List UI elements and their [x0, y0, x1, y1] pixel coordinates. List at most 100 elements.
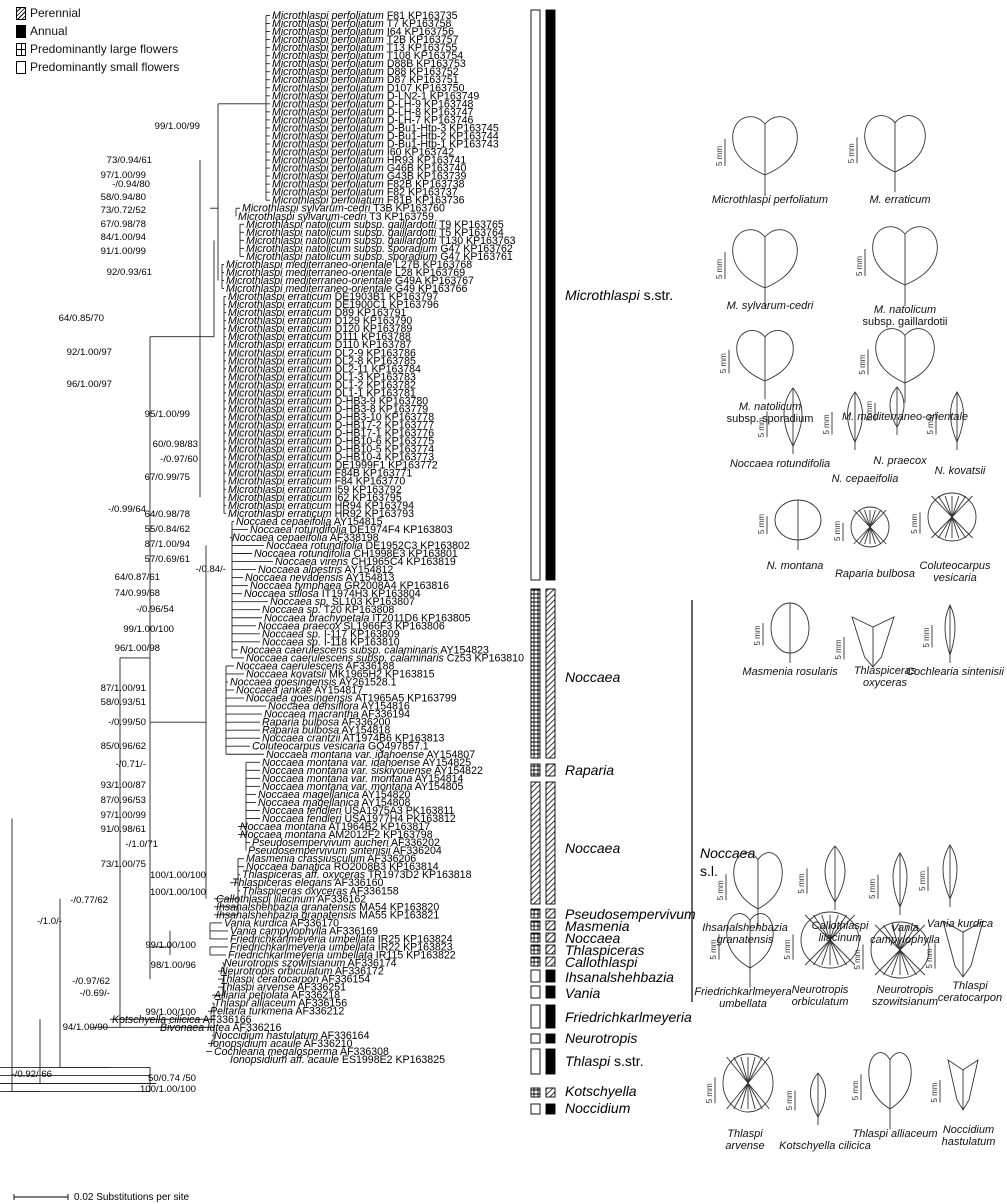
life-history-bar: [546, 764, 555, 776]
flower-size-bar: [531, 782, 540, 904]
support-value: 67/0.98/78: [101, 219, 146, 230]
fruit-drawing-callo: 5 mm: [797, 846, 845, 910]
support-values: 99/1.00/9973/0.94/6197/1.00/99-/0.94/805…: [11, 121, 226, 1095]
life-history-bar: [546, 909, 555, 918]
flower-size-bar: [531, 970, 540, 982]
clade-label-callothlaspi: Callothlaspi: [565, 954, 638, 970]
fruit-drawing-ihsan: 5 mm: [716, 853, 782, 930]
scale-5mm: 5 mm: [847, 143, 856, 163]
support-value: -/0.99/50: [108, 717, 146, 728]
support-value: 50/0.74 /50: [148, 1073, 196, 1084]
support-value: 73/0.94/61: [107, 155, 152, 166]
life-history-bar: [546, 1049, 555, 1074]
support-value: 84/1.00/94: [101, 232, 147, 243]
fruit-drawings: 5 mm 5 mm 5 mm 5 mm 5 mm 5 mm 5 mm 5 mm 5 mm 5 mm…: [705, 116, 983, 1130]
support-value: -/0.84/-: [196, 564, 226, 575]
flower-size-bar: [531, 1104, 540, 1114]
scale-5mm: 5 mm: [785, 1090, 794, 1110]
fruit-caption-noccidium: Noccidiumhastulatum: [930, 1124, 1007, 1148]
scale-5mm: 5 mm: [715, 259, 724, 279]
flower-size-bar: [531, 957, 540, 966]
fruit-drawing-vania_k: 5 mm: [918, 845, 957, 907]
support-value: 58/0.94/80: [101, 192, 146, 203]
clade-label-friedrich: Friedrichkarlmeyeria: [565, 1009, 692, 1025]
fruit-drawing-th_alliaceum: 5 mm: [851, 1053, 911, 1130]
support-value: 100/1.00/100: [150, 887, 206, 898]
fruit-drawing-coluteo: 5 mm: [910, 493, 976, 541]
support-value: 57/0.69/61: [145, 554, 190, 565]
noccaea-sl-suffix: s.l.: [700, 863, 718, 879]
clade-label-thlaspi: Thlaspi s.str.: [565, 1053, 644, 1069]
support-value: -/0.77/62: [70, 895, 108, 906]
fruit-drawing-m_medit: 5 mm: [858, 329, 934, 403]
support-value: -/0.69/-: [80, 988, 110, 999]
support-value: 55/0.84/62: [145, 524, 190, 535]
support-value: -/1.0/-: [37, 916, 62, 927]
fruit-drawing-m_erraticum: 5 mm: [847, 116, 925, 193]
flower-size-bar: [531, 986, 540, 998]
support-value: 92/1.00/97: [67, 347, 112, 358]
support-value: -/1.0/71: [125, 839, 158, 850]
support-value: 95/1.00/99: [145, 409, 190, 420]
fruit-drawing-cochlearia: 5 mm: [922, 605, 955, 663]
flower-size-bar: [531, 1088, 540, 1097]
life-history-bar: [546, 1005, 555, 1028]
flower-size-bar: [531, 764, 540, 776]
support-value: 74/0.99/68: [115, 588, 160, 599]
fruit-drawing-raparia: 5 mm: [833, 507, 889, 547]
support-value: 60/0.98/83: [153, 439, 198, 450]
fruit-caption-cochlearia: Cochlearia sintenisii: [905, 666, 1005, 678]
fruit-caption-n_cepae: N. cepaeifolia: [820, 473, 910, 485]
life-history-bar: [546, 1104, 555, 1114]
support-value: 85/0.96/62: [101, 741, 146, 752]
scale-5mm: 5 mm: [757, 514, 766, 534]
life-history-bar: [546, 986, 555, 998]
fruit-caption-vania_k: Vania kurdica: [915, 918, 1005, 930]
support-value: 87/1.00/94: [145, 539, 191, 550]
support-value: 100/1.00/100: [140, 1084, 196, 1095]
tip-label: Ionopsidium aff. acaule ES1998E2 KP16382…: [230, 1054, 445, 1066]
scale-5mm: 5 mm: [930, 1082, 939, 1102]
support-value: 91/1.00/99: [101, 246, 146, 257]
support-value: 73/1.00/75: [101, 859, 146, 870]
life-history-bar: [546, 957, 555, 966]
scale-5mm: 5 mm: [753, 625, 762, 645]
scale-5mm: 5 mm: [853, 949, 862, 969]
flower-size-bar: [531, 933, 540, 942]
fruit-caption-n_kovatsii: N. kovatsii: [920, 465, 1000, 477]
support-value: -/0.97/60: [160, 454, 198, 465]
clade-label-neurotropis: Neurotropis: [565, 1030, 637, 1046]
clade-label-microthlaspi: Microthlaspi s.str.: [565, 287, 673, 303]
support-value: 87/1.00/91: [101, 683, 146, 694]
clade-label-raparia: Raparia: [565, 762, 614, 778]
fruit-caption-m_natolicum_g: M. natolicumsubsp. gaillardotii: [810, 304, 1000, 328]
support-value: 64/0.85/70: [59, 313, 104, 324]
support-value: 96/1.00/98: [115, 643, 160, 654]
support-value: -/0.94/80: [112, 179, 150, 190]
support-value: 87/0.96/53: [101, 795, 146, 806]
fruit-caption-th_cerato: Thlaspiceratocarpon: [935, 980, 1005, 1004]
flower-size-bar: [531, 589, 540, 758]
fruit-drawing-thlaspiceras: 5 mm: [834, 617, 894, 667]
support-value: 100/1.00/100: [150, 870, 206, 881]
scale-5mm: 5 mm: [797, 873, 806, 893]
flower-size-bar: [531, 1005, 540, 1028]
fruit-caption-ihsan: Ihsanalshehbaziagranatensis: [690, 922, 800, 946]
support-value: 67/0.99/75: [145, 472, 190, 483]
fruit-caption-m_perfoliatum: Microthlaspi perfoliatum: [690, 194, 850, 206]
fruit-drawing-vania_c: 5 mm: [868, 853, 907, 915]
support-value: -/0.99/64: [108, 504, 147, 515]
life-history-bar: [546, 10, 555, 580]
support-value: 99/1.00/100: [145, 940, 196, 951]
support-value: 58/0.93/51: [101, 697, 146, 708]
fruit-drawing-masmenia: 5 mm: [753, 603, 809, 663]
support-value: 94/1.00/90: [63, 1022, 108, 1033]
flower-size-bar: [531, 10, 540, 580]
scale-5mm: 5 mm: [855, 256, 864, 276]
fruit-drawing-n_montana: 5 mm: [757, 500, 821, 550]
scale-5mm: 5 mm: [715, 146, 724, 166]
support-value: 93/1.00/87: [101, 780, 146, 791]
trait-bars: [531, 10, 555, 1114]
scale-bar-label: 0.02 Substitutions per site: [74, 1192, 190, 1203]
life-history-bar: [546, 589, 555, 758]
